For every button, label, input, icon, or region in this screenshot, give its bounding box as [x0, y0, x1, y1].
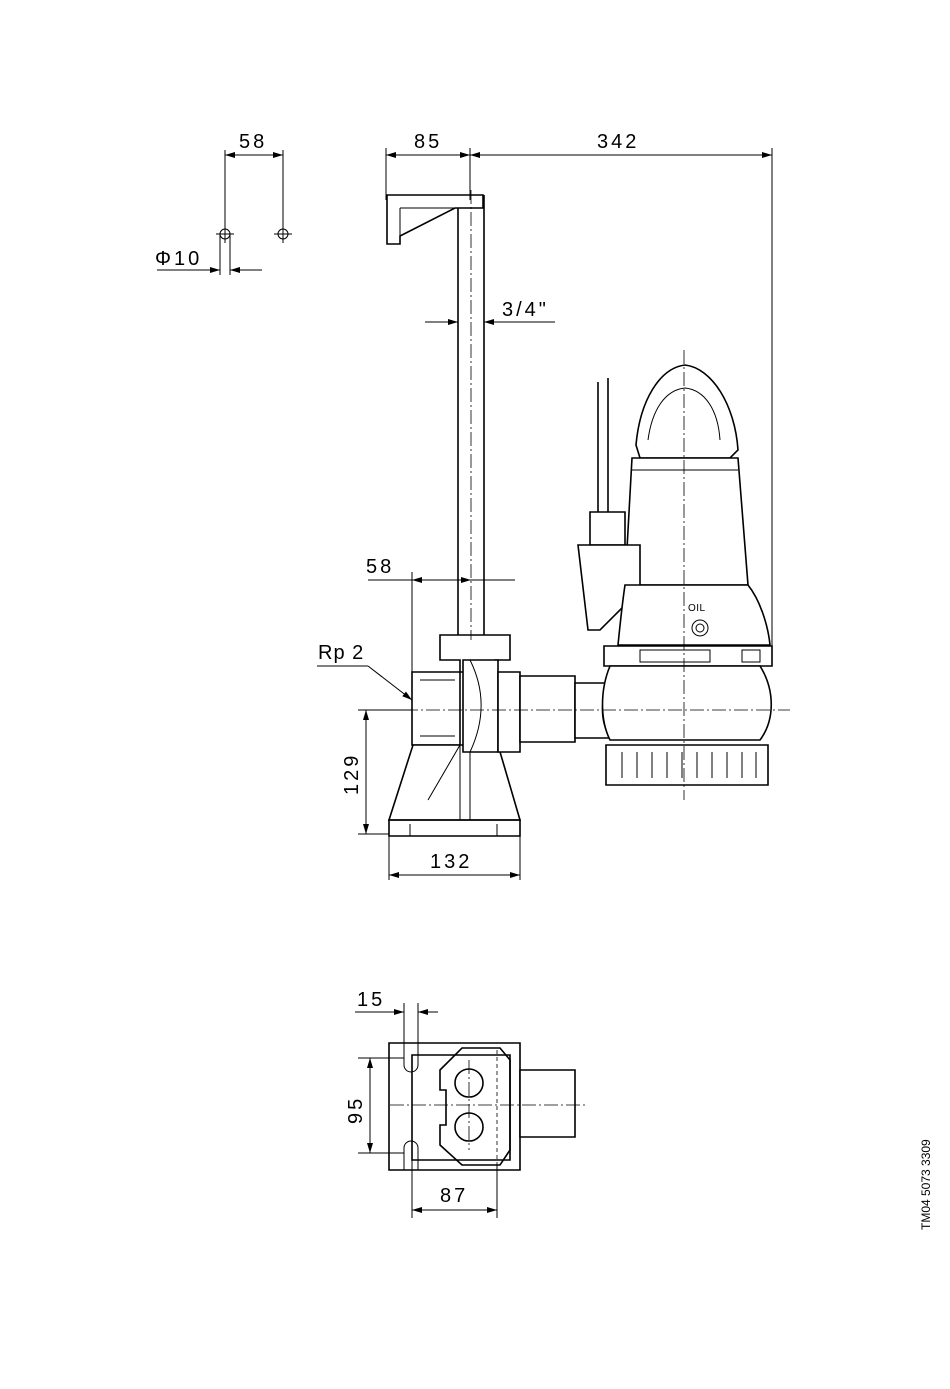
dim-hole-spacing: 58	[239, 131, 267, 153]
dim-pipe-size: 3/4"	[502, 299, 549, 321]
plan-view	[355, 1003, 585, 1218]
dim-pump-offset: 342	[597, 131, 639, 153]
side-view	[317, 148, 790, 880]
wall-bracket	[387, 195, 483, 244]
dim-slot-width: 15	[357, 989, 385, 1011]
pump-body	[578, 350, 772, 800]
oil-label: OIL	[688, 603, 706, 614]
dim-base-depth: 95	[345, 1096, 367, 1124]
hole-left-icon	[216, 225, 234, 243]
dim-pipe-distance: 58	[366, 556, 394, 578]
drawing-number: TM04 5073 3309	[919, 1139, 933, 1230]
dim-hole-diameter: Φ10	[155, 248, 202, 270]
auto-coupling-base	[389, 635, 610, 836]
dim-thread: Rp 2	[318, 642, 364, 664]
dim-outlet-height: 129	[341, 753, 363, 795]
dim-base-length: 87	[440, 1185, 468, 1207]
dim-bracket-offset: 85	[414, 131, 442, 153]
dim-base-width: 132	[430, 851, 472, 873]
hole-right-icon	[274, 225, 292, 243]
guide-pipe	[458, 190, 484, 640]
